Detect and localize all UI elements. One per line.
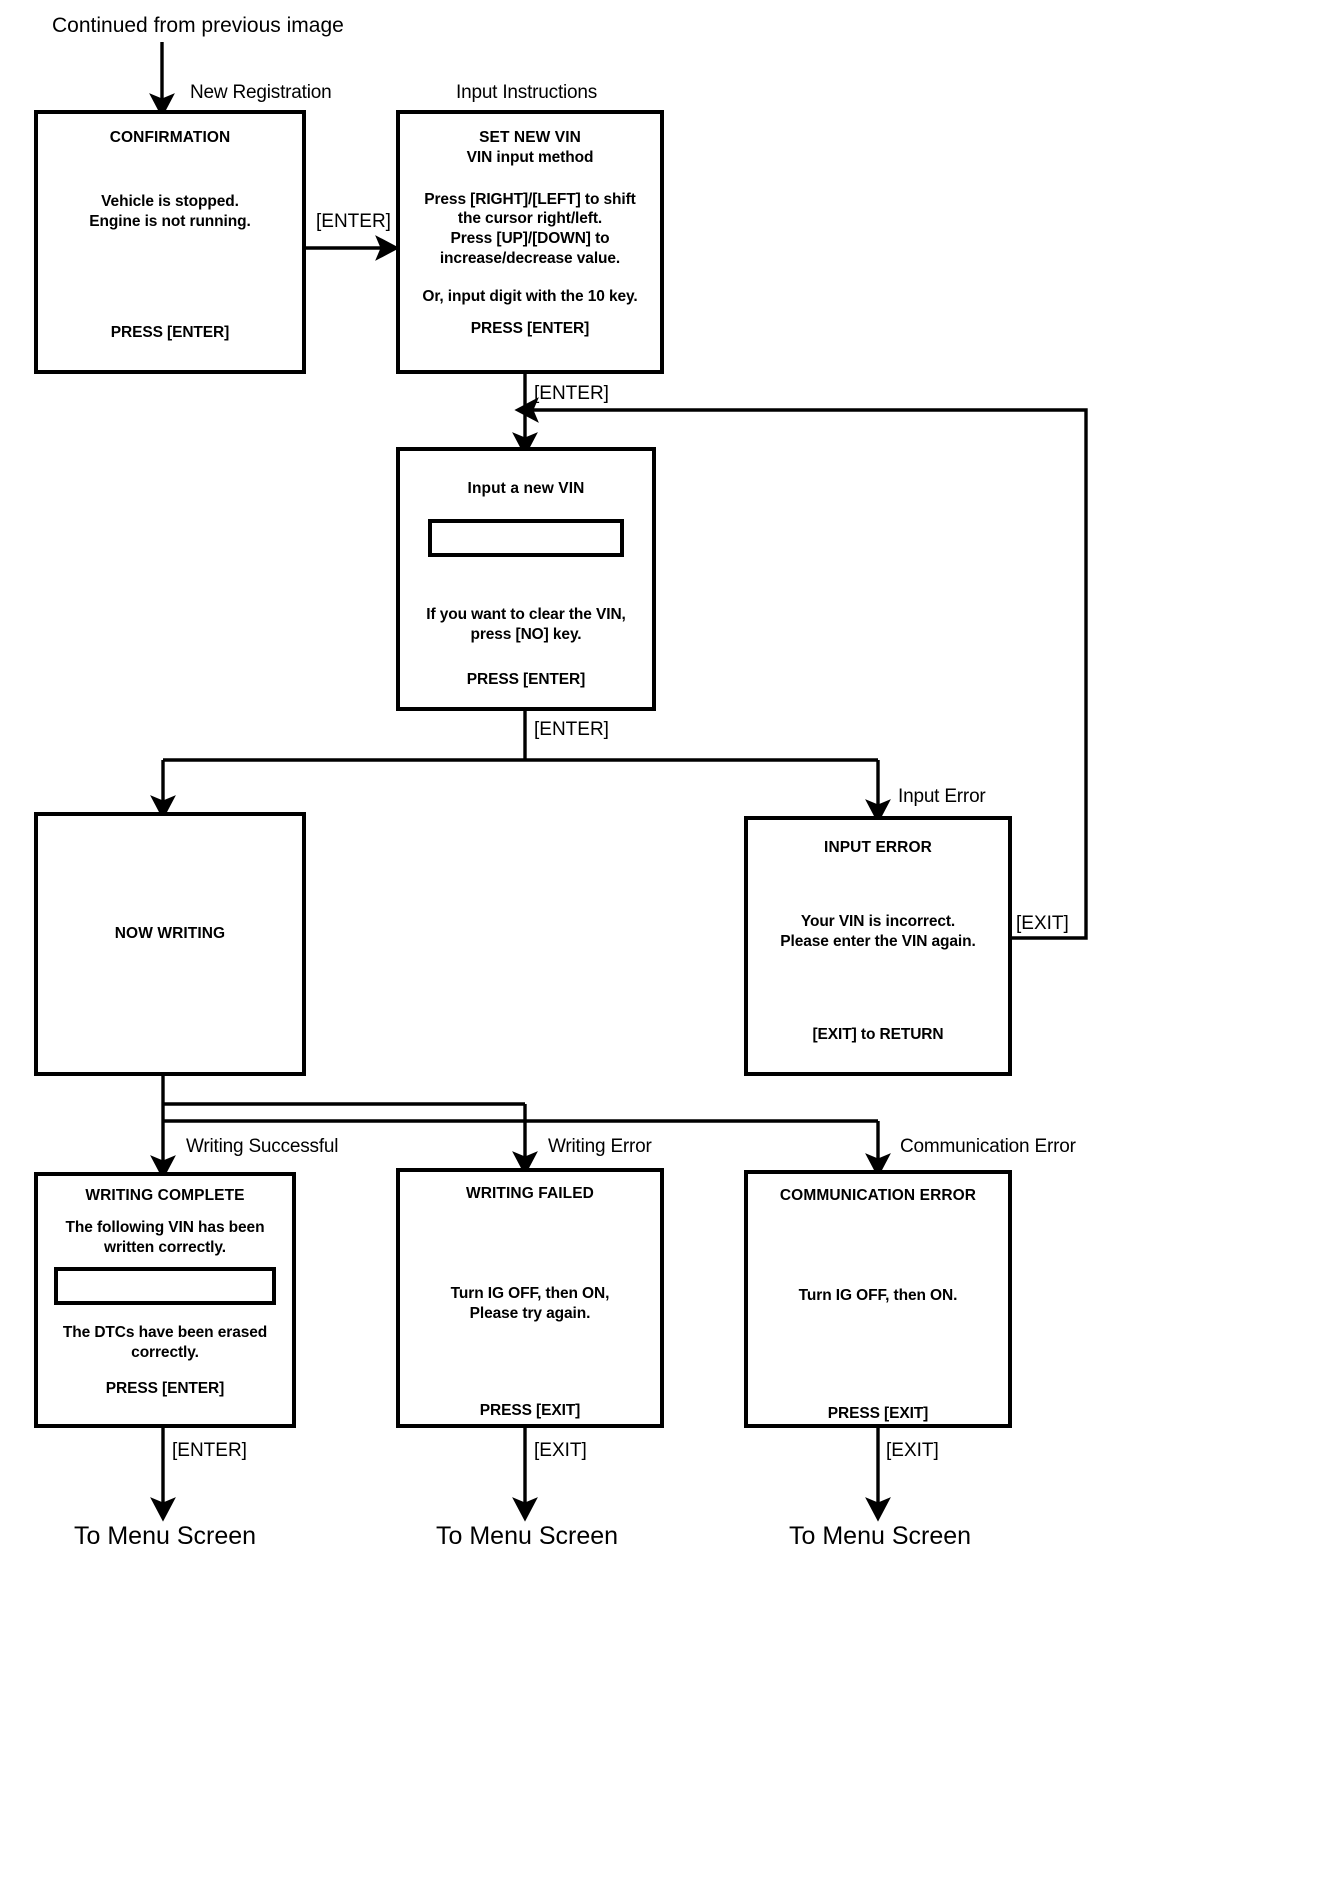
- input-new-vin-title: Input a new VIN: [467, 480, 585, 497]
- writing-complete-line-top-2: written correctly.: [104, 1238, 226, 1256]
- set-new-vin-line-4: increase/decrease value.: [439, 250, 621, 268]
- terminal-to-menu-screen-1: To Menu Screen: [74, 1522, 257, 1550]
- node-communication-error[interactable]: COMMUNICATION ERROR Turn IG OFF, then ON…: [744, 1170, 1012, 1428]
- writing-complete-line-bottom-1: The DTCs have been erased: [62, 1324, 268, 1342]
- continued-caption: Continued from previous image: [52, 14, 344, 37]
- terminal-to-menu-screen-3: To Menu Screen: [789, 1522, 972, 1550]
- writing-complete-footer: PRESS [ENTER]: [105, 1380, 225, 1398]
- edge-label-confirm-to-setvin: [ENTER]: [316, 211, 391, 232]
- caption-input-error: Input Error: [898, 786, 986, 807]
- node-input-error[interactable]: INPUT ERROR Your VIN is incorrect. Pleas…: [744, 816, 1012, 1076]
- caption-writing-successful: Writing Successful: [186, 1136, 339, 1157]
- set-new-vin-subtitle: VIN input method: [466, 148, 594, 166]
- caption-new-registration: New Registration: [190, 82, 332, 103]
- caption-input-instructions: Input Instructions: [456, 82, 598, 103]
- edge-label-input-branch: [ENTER]: [534, 719, 609, 740]
- confirmation-footer: PRESS [ENTER]: [110, 324, 230, 342]
- writing-failed-title: WRITING FAILED: [466, 1185, 594, 1202]
- set-new-vin-line-1: Press [RIGHT]/[LEFT] to shift: [424, 190, 636, 208]
- set-new-vin-line-3: Press [UP]/[DOWN] to: [450, 230, 610, 248]
- node-set-new-vin[interactable]: SET NEW VIN VIN input method Press [RIGH…: [396, 110, 664, 374]
- input-error-line-1: Your VIN is incorrect.: [800, 912, 956, 930]
- confirmation-line-1: Vehicle is stopped.: [101, 192, 239, 210]
- edge-label-complete-exit: [ENTER]: [172, 1440, 247, 1461]
- node-input-new-vin[interactable]: Input a new VIN If you want to clear the…: [396, 447, 656, 711]
- writing-failed-line-1: Turn IG OFF, then ON,: [450, 1284, 610, 1302]
- caption-communication-error: Communication Error: [900, 1136, 1076, 1157]
- confirmation-title: CONFIRMATION: [109, 129, 231, 146]
- set-new-vin-extra: Or, input digit with the 10 key.: [422, 287, 638, 305]
- edge-label-failed-exit: [EXIT]: [534, 1440, 587, 1461]
- caption-writing-error: Writing Error: [548, 1136, 652, 1157]
- writing-complete-line-bottom-2: correctly.: [131, 1344, 199, 1362]
- node-writing-failed[interactable]: WRITING FAILED Turn IG OFF, then ON, Ple…: [396, 1168, 664, 1428]
- edge-label-comm-exit: [EXIT]: [886, 1440, 939, 1461]
- written-vin-field: [54, 1267, 276, 1306]
- input-error-line-2: Please enter the VIN again.: [780, 932, 976, 950]
- writing-complete-line-top-1: The following VIN has been: [65, 1218, 265, 1236]
- communication-error-line-1: Turn IG OFF, then ON.: [798, 1286, 958, 1304]
- set-new-vin-line-2: the cursor right/left.: [457, 210, 603, 228]
- terminal-to-menu-screen-2: To Menu Screen: [436, 1522, 619, 1550]
- edge-label-error-return: [EXIT]: [1016, 913, 1069, 934]
- vin-input-field[interactable]: [428, 518, 624, 557]
- input-error-title: INPUT ERROR: [824, 839, 932, 856]
- set-new-vin-footer: PRESS [ENTER]: [470, 319, 590, 337]
- communication-error-footer: PRESS [EXIT]: [827, 1404, 929, 1422]
- communication-error-title: COMMUNICATION ERROR: [779, 1187, 977, 1204]
- writing-failed-footer: PRESS [EXIT]: [479, 1402, 581, 1420]
- writing-complete-title: WRITING COMPLETE: [85, 1187, 245, 1204]
- input-new-vin-line-1: If you want to clear the VIN,: [426, 605, 626, 623]
- set-new-vin-title: SET NEW VIN: [479, 129, 581, 146]
- confirmation-line-2: Engine is not running.: [89, 212, 251, 230]
- now-writing-title: NOW WRITING: [114, 925, 226, 942]
- edge-label-setvin-to-input: [ENTER]: [534, 383, 609, 404]
- input-new-vin-footer: PRESS [ENTER]: [466, 671, 586, 689]
- node-now-writing[interactable]: NOW WRITING: [34, 812, 306, 1076]
- input-error-footer: [EXIT] to RETURN: [812, 1026, 944, 1044]
- node-confirmation[interactable]: CONFIRMATION Vehicle is stopped. Engine …: [34, 110, 306, 374]
- writing-failed-line-2: Please try again.: [469, 1304, 591, 1322]
- node-writing-complete[interactable]: WRITING COMPLETE The following VIN has b…: [34, 1172, 296, 1428]
- input-new-vin-line-2: press [NO] key.: [470, 625, 582, 643]
